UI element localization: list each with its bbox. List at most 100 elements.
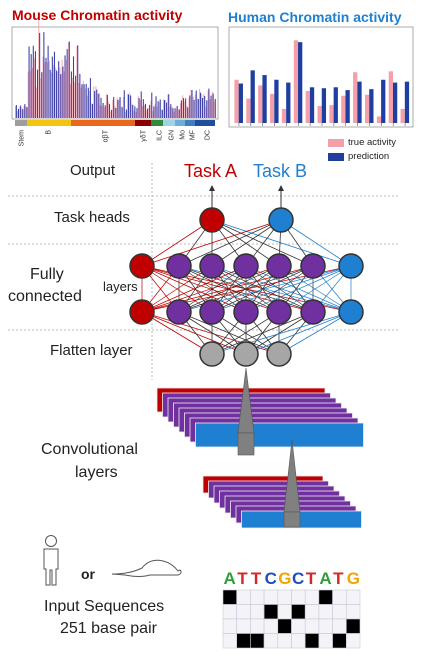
mouse-bar-pred (144, 103, 146, 118)
mouse-bar-pred (212, 93, 214, 118)
mouse-bar-true (171, 107, 173, 118)
fc-node (199, 253, 225, 279)
mouse-bar-true (86, 95, 88, 118)
mouse-bar-pred (113, 97, 115, 118)
human-bar-true-activity (293, 40, 299, 123)
edge-head-fc (141, 219, 282, 267)
mouse-icon (111, 559, 182, 577)
mouse-bar-pred (89, 78, 91, 118)
mouse-bar-pred (83, 84, 85, 118)
mouse-bar-pred (166, 102, 168, 118)
mouse-category-swatch (175, 120, 185, 126)
sequence-base: C (264, 569, 277, 588)
mouse-bar-true (91, 103, 93, 118)
mouse-category-label: Stem (19, 130, 26, 147)
legend-true-label: true activity (348, 137, 397, 148)
mouse-category-label: αβT (103, 129, 110, 142)
mouse-bar-true (101, 105, 103, 118)
mouse-bar-pred (30, 54, 32, 118)
human-bar-true-activity (281, 108, 287, 123)
mouse-bar-pred (106, 94, 108, 118)
edge-head-fc (141, 219, 213, 267)
flatten-node (199, 341, 225, 367)
edge-fc-flatten (211, 311, 352, 355)
mouse-bar-true (131, 103, 133, 118)
human-bar-true-activity (270, 93, 275, 123)
mouse-category-swatch (195, 120, 215, 126)
mouse-bar-pred (53, 51, 55, 118)
mouse-bar-true (163, 99, 165, 118)
mouse-bar-pred (134, 106, 136, 118)
mouse-bar-pred (127, 94, 130, 118)
mouse-bar-true (173, 111, 175, 118)
fully-connected-label-2: connected (8, 288, 82, 305)
sequence-base: T (305, 569, 317, 588)
fc-node (266, 299, 292, 325)
fc-node (129, 253, 155, 279)
human-bar-true-activity (234, 79, 239, 123)
flatten-layer-label: Flatten layer (50, 342, 133, 359)
fc-node (338, 299, 364, 325)
human-bar-prediction (298, 42, 303, 123)
mouse-bar-pred (85, 83, 87, 118)
onehot-cell-off (332, 604, 347, 620)
edge-fc-fc (178, 265, 280, 313)
mouse-bar-pred (119, 97, 121, 118)
fully-connected-label-1: Fully (30, 266, 64, 283)
mouse-bar-true (29, 70, 31, 118)
edge-fc-flatten (245, 311, 352, 355)
mouse-bar-pred (117, 99, 119, 118)
mouse-bar-true (207, 90, 209, 118)
mouse-bar-pred (163, 100, 166, 118)
task-heads-label: Task heads (54, 209, 130, 226)
mouse-bar-true (196, 98, 199, 118)
mouse-bar-true (72, 77, 74, 118)
mouse-bar-pred (140, 91, 142, 118)
edge-head-fc (211, 219, 314, 267)
mouse-chart-bars (15, 17, 216, 119)
mouse-bar-pred (189, 95, 191, 118)
mouse-bar-true (36, 87, 38, 118)
edge-fc-fc (178, 265, 247, 313)
edge-fc-flatten (278, 311, 352, 355)
fc-node (300, 299, 326, 325)
human-bar-prediction (404, 81, 410, 123)
mouse-bar-true (154, 103, 156, 118)
mouse-bar-true (108, 101, 110, 118)
mouse-bar-true (103, 107, 105, 118)
mouse-bar-pred (142, 99, 144, 118)
mouse-bar-true (209, 99, 211, 118)
mouse-bar-true (97, 93, 99, 118)
mouse-bar-pred (22, 109, 24, 118)
edge-head-fc (178, 219, 282, 267)
mouse-bar-pred (51, 56, 53, 118)
onehot-cell-off (318, 633, 333, 649)
fc-node (199, 299, 225, 325)
onehot-cell-off (318, 604, 333, 620)
mouse-bar-pred (64, 55, 66, 118)
conv-feature-map (195, 422, 364, 448)
mouse-bar-true (180, 103, 182, 118)
mouse-bar-true (31, 67, 33, 118)
fc-node (166, 253, 192, 279)
mouse-bar-pred (68, 41, 70, 118)
mouse-bar-pred (130, 95, 132, 118)
mouse-bar-true (122, 96, 124, 118)
mouse-bar-true (38, 17, 40, 119)
mouse-bar-pred (43, 32, 45, 118)
human-bar-true-activity (317, 106, 322, 123)
mouse-bar-true (192, 96, 194, 118)
onehot-cell-off (345, 604, 361, 620)
mouse-bar-true (139, 99, 141, 118)
mouse-bar-true (46, 62, 48, 118)
mouse-category-swatch (15, 120, 27, 126)
mouse-bar-true (114, 106, 116, 118)
conv-stacks (156, 367, 364, 529)
output-arrow-head (278, 185, 284, 191)
mouse-bar-pred (34, 51, 36, 118)
mouse-bar-true (167, 94, 169, 118)
onehot-cell-on (263, 604, 279, 620)
onehot-cell-off (291, 589, 306, 605)
mouse-category-label: B (46, 130, 53, 135)
